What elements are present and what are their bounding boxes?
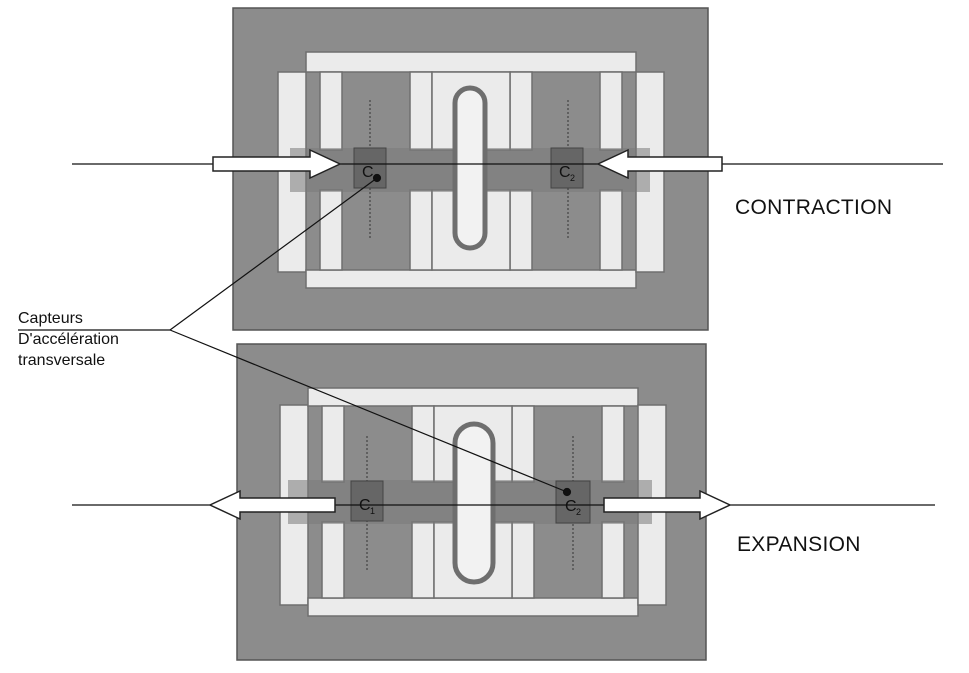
sensor-c2-letter: C [559,164,571,181]
sensor-caption-line-3: transversale [18,352,106,369]
sensor-c1-index: 1 [370,506,375,516]
inward-arrow-right [596,148,723,180]
sensor-caption-line-1: Capteurs [18,310,83,327]
leader-to-c2 [169,329,568,493]
sensor-caption-line-2: D'accélération [18,331,119,348]
central-oval [452,85,488,251]
sensor-c2: C 2 [555,480,591,524]
expansion-label: EXPANSION [737,533,861,556]
sensor-c2-index: 2 [576,507,581,517]
sensor-c2: C 2 [550,147,584,189]
contraction-panel: C 1 C 2 [72,7,943,331]
sensor-c1: C 1 [353,147,387,189]
outward-arrow-left [208,489,336,521]
expansion-panel: C 1 C 2 [72,343,935,661]
central-oval [452,421,496,585]
inward-arrow-left [212,148,342,180]
sensor-caption: Capteurs D'accélération transversale [18,308,119,371]
sensor-c1: C 1 [350,480,384,522]
leader-to-c1 [169,177,378,331]
sensor-c2-letter: C [565,498,577,515]
outward-arrow-right [603,489,732,521]
sensor-c2-index: 2 [570,173,575,183]
contraction-label: CONTRACTION [735,196,893,219]
sensor-leader-lines [18,173,572,497]
sensor-c1-letter: C [362,164,374,181]
leader-dot-c1 [372,173,382,183]
leader-dot-c2 [562,487,572,497]
